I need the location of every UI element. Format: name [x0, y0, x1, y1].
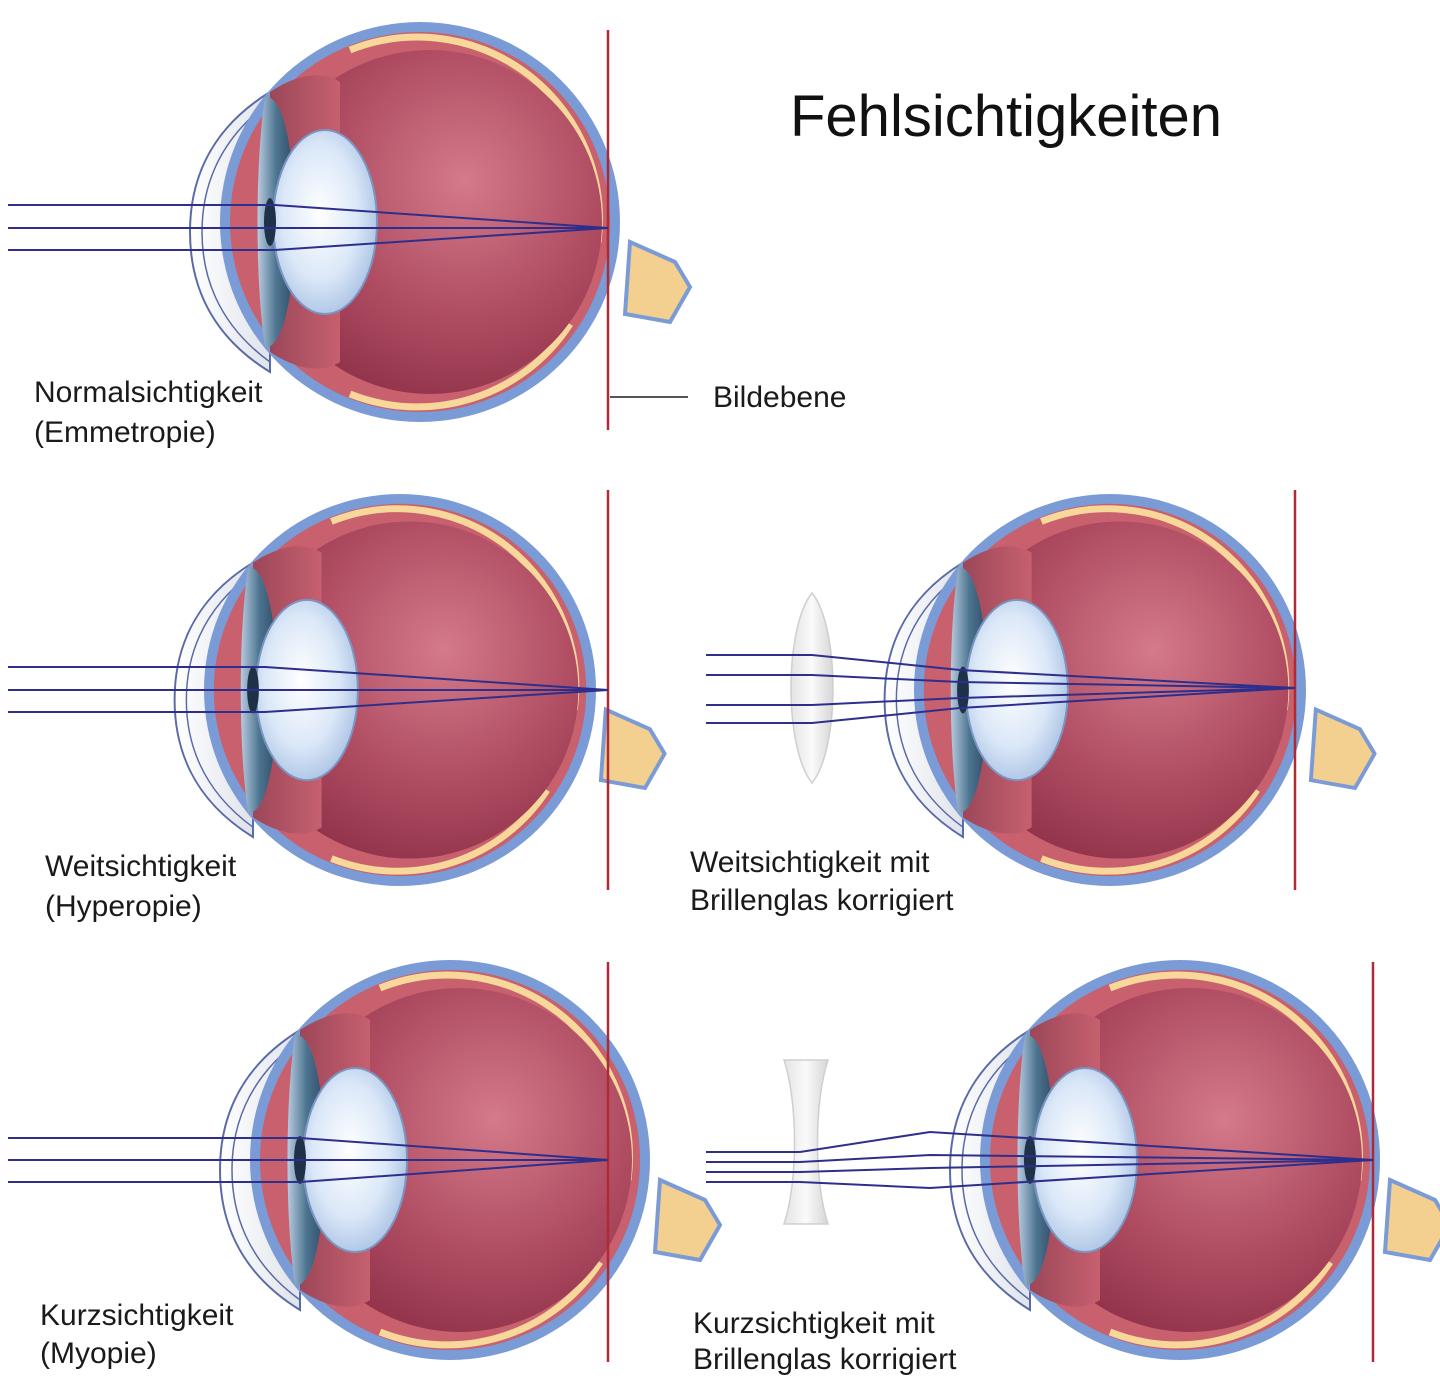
label-hyperopia-corrected-line2: Brillenglas korrigiert — [690, 884, 954, 917]
eye-myopia — [8, 960, 720, 1362]
label-normal-line1: Normalsichtigkeit — [34, 376, 263, 409]
label-normal-line2: (Emmetropie) — [34, 416, 216, 449]
label-myopia-corrected-line2: Brillenglas korrigiert — [693, 1343, 957, 1376]
image-plane-label: Bildebene — [713, 381, 847, 414]
label-myopia-line2: (Myopie) — [40, 1337, 157, 1370]
eye-normal — [8, 22, 690, 430]
light-rays-normal — [8, 204, 609, 251]
light-rays-myopia — [8, 1137, 609, 1183]
light-rays-hyperopia-corrected — [706, 654, 1296, 724]
concave-spectacle-lens — [783, 1059, 829, 1225]
label-myopia-corrected-line1: Kurzsichtigkeit mit — [693, 1307, 935, 1340]
label-hyperopia-corrected-line1: Weitsichtigkeit mit — [690, 846, 930, 879]
eye-hyperopia-corrected — [706, 490, 1375, 890]
eye-myopia-corrected — [706, 960, 1440, 1362]
convex-spectacle-lens — [790, 592, 834, 784]
light-rays-myopia-corrected — [706, 1130, 1374, 1190]
label-myopia-line1: Kurzsichtigkeit — [40, 1299, 234, 1332]
label-hyperopia-line2: (Hyperopie) — [45, 890, 202, 923]
diagram-title: Fehlsichtigkeiten — [790, 84, 1222, 149]
label-hyperopia-line1: Weitsichtigkeit — [45, 850, 237, 883]
eye-hyperopia — [8, 490, 665, 890]
light-rays-hyperopia — [8, 666, 609, 713]
